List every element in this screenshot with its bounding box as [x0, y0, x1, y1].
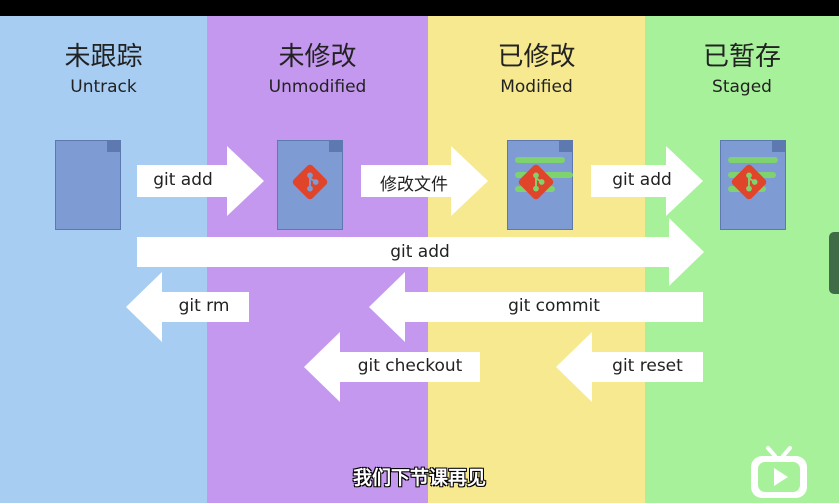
arrow-right-icon: [591, 146, 703, 216]
column-subtitle-untrack: Untrack: [70, 77, 137, 97]
file-icon-untrack: [55, 140, 121, 230]
file-fold-icon: [559, 140, 573, 152]
column-subtitle-staged: Staged: [712, 77, 772, 97]
arrow-label-modify-file: 修改文件: [380, 175, 448, 195]
column-title-staged: 已暂存: [702, 42, 781, 72]
arrow-label-rm: git rm: [178, 296, 230, 316]
arrow-label-checkout: git checkout: [357, 356, 463, 376]
column-title-unmodified: 未修改: [278, 42, 357, 72]
arrow-left-icon: [304, 332, 480, 402]
file-fold-icon: [772, 140, 786, 152]
arrow-label-reset: git reset: [612, 356, 683, 376]
column-title-modified: 已修改: [497, 42, 576, 72]
arrow-left-icon: [126, 272, 249, 342]
video-caption: 我们下节课再见: [352, 467, 486, 489]
arrow-label-commit: git commit: [508, 296, 600, 316]
change-stripe: [515, 157, 565, 163]
change-stripe: [728, 157, 778, 163]
top-black-bar: [0, 0, 839, 16]
column-subtitle-modified: Modified: [500, 77, 573, 97]
tv-logo-icon: [751, 446, 807, 498]
column-subtitle-unmodified: Unmodified: [268, 77, 367, 97]
arrow-right-icon: [361, 146, 488, 216]
column-title-untrack: 未跟踪: [64, 42, 143, 72]
arrow-label-add-long: git add: [390, 242, 450, 262]
arrow-label-add-modified: git add: [612, 170, 672, 190]
arrow-label-add-untracked: git add: [153, 170, 213, 190]
scroll-handle[interactable]: [829, 232, 839, 294]
git-logo-icon: [292, 164, 328, 200]
file-fold-icon: [329, 140, 343, 152]
arrow-left-icon: [556, 332, 703, 402]
git-logo-icon: [518, 164, 554, 200]
file-fold-icon: [107, 140, 121, 152]
arrow-right-icon: [137, 146, 264, 216]
arrow-right-icon: [137, 218, 704, 286]
arrow-left-icon: [369, 272, 703, 342]
git-logo-icon: [731, 164, 767, 200]
